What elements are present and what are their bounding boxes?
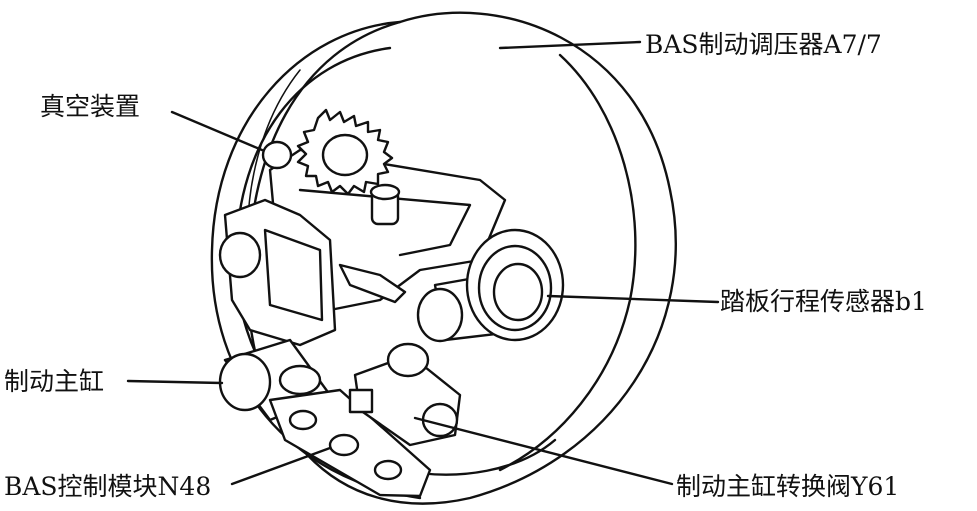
wheel-hub (321, 133, 369, 177)
label-regulator: BAS制动调压器A7/7 (645, 30, 882, 59)
pushrod-end (416, 287, 464, 343)
leader-master-cylinder (126, 379, 224, 385)
module-cap (218, 231, 262, 279)
master-cylinder-end (218, 352, 272, 412)
module-hole-2 (328, 433, 360, 457)
housing-face-rim (210, 20, 422, 500)
switch-valve-knob (421, 402, 459, 438)
plate-tab (338, 263, 407, 304)
switch-valve-top (386, 342, 430, 378)
module-inner (263, 228, 324, 322)
sensor-ring-mid (477, 244, 553, 332)
label-pedal-sensor: 踏板行程传感器b1 (720, 287, 927, 316)
leader-vacuum (170, 110, 264, 152)
leader-pedal-sensor (546, 294, 720, 304)
leader-switch-valve (413, 416, 674, 486)
plate-post-top (369, 183, 401, 201)
module-hole-1 (288, 409, 318, 431)
vacuum-knob (261, 140, 293, 170)
switch-valve-clip (348, 388, 374, 414)
module-hole-3 (373, 459, 403, 481)
switch-valve-nut (278, 364, 322, 396)
leader-regulator (498, 40, 642, 50)
label-vacuum: 真空装置 (40, 92, 141, 121)
label-master-cylinder: 制动主缸 (4, 367, 105, 396)
leader-control-module (230, 446, 332, 486)
label-control-module: BAS控制模块N48 (4, 472, 212, 501)
sensor-ring-inner (492, 262, 544, 322)
label-switch-valve: 制动主缸转换阀Y61 (676, 472, 900, 501)
